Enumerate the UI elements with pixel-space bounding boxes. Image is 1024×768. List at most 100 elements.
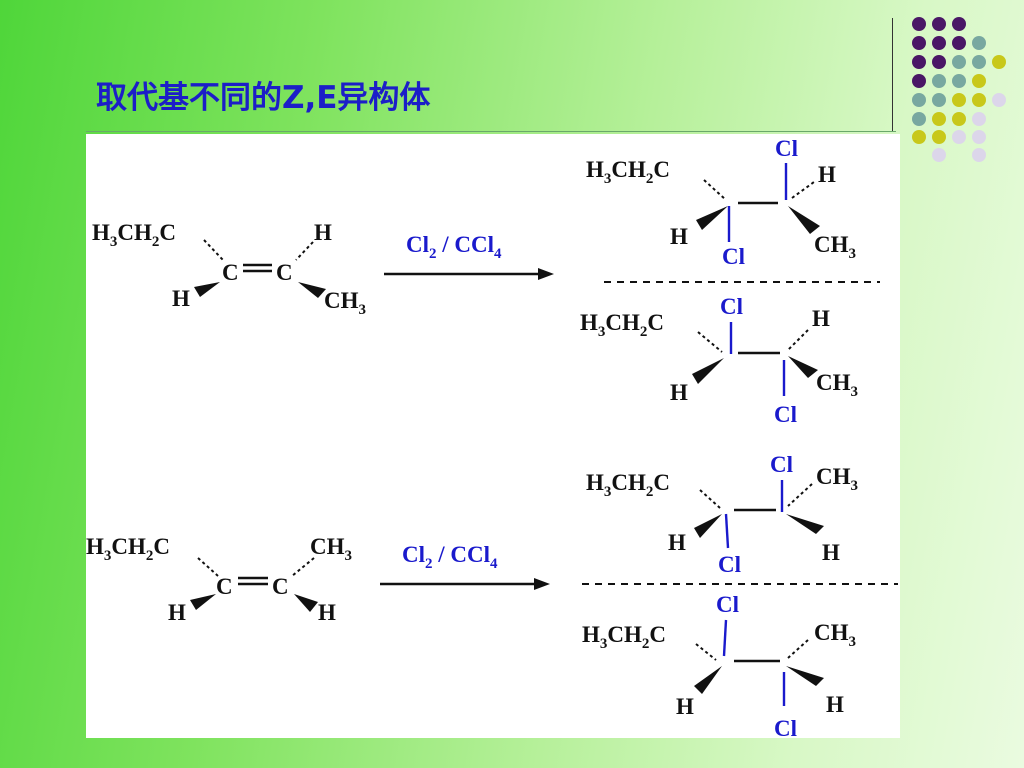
reaction-scheme-panel: H3CH2C H C C H CH3 Cl2 / CCl4 H3CH2C Cl …: [86, 134, 900, 738]
deco-dot: [972, 74, 986, 88]
hydrogen-label: H: [818, 162, 836, 187]
wedge-bond: [786, 514, 824, 534]
methyl-group-label: CH3: [816, 464, 858, 494]
deco-dot: [992, 55, 1006, 69]
deco-dot: [932, 112, 946, 126]
hydrogen-label: H: [826, 692, 844, 717]
dashed-bond: [197, 557, 219, 577]
chlorine-bond: [724, 513, 730, 549]
dashed-bond: [295, 241, 314, 261]
carbon-label: C: [272, 574, 289, 599]
deco-dot: [952, 74, 966, 88]
deco-dot: [912, 74, 926, 88]
hydrogen-label: H: [172, 286, 190, 311]
hydrogen-label: H: [168, 600, 186, 625]
methyl-group-label: CH3: [814, 620, 856, 650]
dashed-bond: [787, 329, 809, 351]
deco-dot: [932, 130, 946, 144]
carbon-label: C: [276, 260, 293, 285]
methyl-group-label: CH3: [816, 370, 858, 400]
chlorine-bond: [722, 619, 728, 657]
deco-dot: [952, 112, 966, 126]
dashed-bond: [699, 489, 721, 509]
deco-dot: [972, 112, 986, 126]
chlorine-label: Cl: [722, 244, 745, 269]
product-upper-b: Cl H3CH2C H H CH3 Cl: [580, 294, 858, 427]
chlorine-label: Cl: [774, 716, 797, 738]
chlorine-label: Cl: [775, 136, 798, 161]
methyl-group-label: CH3: [814, 232, 856, 262]
deco-dot: [972, 148, 986, 162]
dashed-bond: [787, 639, 809, 659]
deco-dot: [992, 93, 1006, 107]
arrow-head: [534, 578, 550, 590]
methyl-group-label: CH3: [310, 534, 352, 564]
deco-dot: [972, 93, 986, 107]
wedge-bond: [692, 358, 724, 384]
chlorine-label: Cl: [716, 592, 739, 617]
deco-dot: [912, 55, 926, 69]
ethyl-group-label: H3CH2C: [586, 157, 670, 187]
title-horizontal-rule: [86, 131, 896, 132]
reagent-label-upper: Cl2 / CCl4: [406, 232, 502, 262]
wedge-bond: [194, 282, 220, 297]
deco-dot: [972, 36, 986, 50]
reagent-label-lower: Cl2 / CCl4: [402, 542, 498, 572]
deco-dot: [932, 93, 946, 107]
dashed-bond: [703, 179, 727, 201]
deco-dot: [972, 55, 986, 69]
arrow-head: [538, 268, 554, 280]
product-lower-b: Cl H3CH2C CH3 H H Cl: [582, 592, 856, 738]
deco-dot: [952, 36, 966, 50]
reaction-scheme-drawing: H3CH2C H C C H CH3 Cl2 / CCl4 H3CH2C Cl …: [86, 136, 898, 738]
ethyl-group-label: H3CH2C: [92, 220, 176, 250]
title-vertical-rule: [892, 18, 893, 132]
wedge-bond: [694, 666, 722, 694]
dashed-bond: [291, 557, 315, 577]
product-lower-a: Cl H3CH2C CH3 H H Cl: [586, 452, 858, 577]
deco-dot: [912, 112, 926, 126]
dashed-bond: [787, 483, 813, 507]
wedge-bond: [788, 356, 818, 378]
hydrogen-label: H: [314, 220, 332, 245]
hydrogen-label: H: [822, 540, 840, 565]
deco-dot: [952, 93, 966, 107]
deco-dot: [932, 148, 946, 162]
ethyl-group-label: H3CH2C: [582, 622, 666, 652]
carbon-label: C: [222, 260, 239, 285]
wedge-bond: [786, 666, 824, 686]
hydrogen-label: H: [670, 380, 688, 405]
wedge-bond: [696, 206, 728, 230]
dashed-bond: [695, 643, 717, 661]
ethyl-group-label: H3CH2C: [86, 534, 170, 564]
deco-dot: [952, 55, 966, 69]
wedge-bond: [294, 594, 318, 612]
dashed-bond: [697, 331, 723, 353]
wedge-bond: [694, 514, 722, 538]
wedge-bond: [788, 206, 820, 234]
chlorine-label: Cl: [720, 294, 743, 319]
deco-dot: [932, 55, 946, 69]
deco-dot: [912, 17, 926, 31]
methyl-group-label: CH3: [324, 288, 366, 318]
dashed-bond: [203, 239, 224, 261]
chlorine-label: Cl: [774, 402, 797, 427]
carbon-label: C: [216, 574, 233, 599]
wedge-bond: [298, 282, 326, 298]
dashed-bond: [791, 181, 815, 199]
deco-dot: [932, 17, 946, 31]
wedge-bond: [190, 594, 216, 610]
hydrogen-label: H: [812, 306, 830, 331]
hydrogen-label: H: [676, 694, 694, 719]
deco-dot: [952, 17, 966, 31]
chlorine-label: Cl: [718, 552, 741, 577]
slide-title: 取代基不同的Z,E异构体: [96, 80, 431, 116]
reactant-upper: H3CH2C H C C H CH3: [92, 220, 366, 318]
deco-dot: [952, 130, 966, 144]
reactant-lower: H3CH2C CH3 C C H H: [86, 534, 352, 625]
deco-dot: [932, 36, 946, 50]
deco-dot: [912, 93, 926, 107]
chlorine-label: Cl: [770, 452, 793, 477]
deco-dot: [932, 74, 946, 88]
deco-dot: [912, 36, 926, 50]
